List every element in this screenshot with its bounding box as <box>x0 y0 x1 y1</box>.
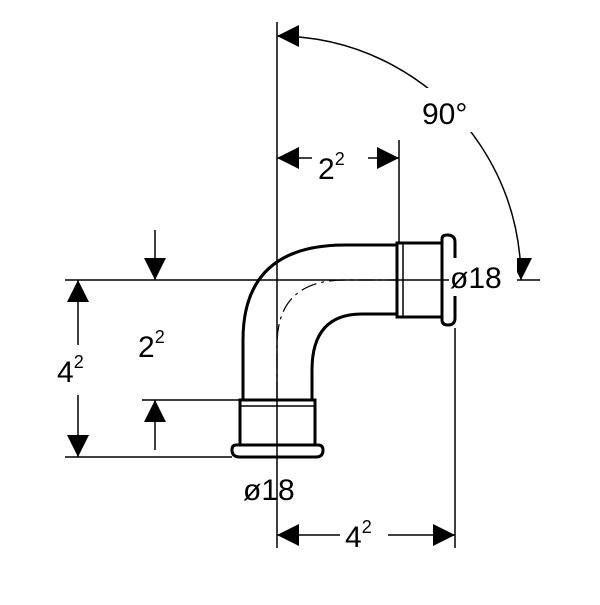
diameter-right-backing <box>449 258 517 296</box>
mid-dim-base: 2 <box>138 331 155 364</box>
angle-label-backing <box>408 88 490 132</box>
diameter-bottom-label: ø18 <box>243 474 295 507</box>
bottom-dim-label: 42 <box>345 517 372 554</box>
left-dim-base: 4 <box>57 356 74 389</box>
diameter-right-label: ø18 <box>450 262 502 295</box>
bottom-socket-bead <box>230 443 325 459</box>
pipe-elbow <box>241 243 397 400</box>
left-dim-label: 42 <box>57 352 84 389</box>
angle-label: 90° <box>422 98 467 131</box>
bottom-dim-exp: 2 <box>362 517 372 537</box>
mid-dim-exp: 2 <box>155 327 165 347</box>
top-dim-exp: 2 <box>335 149 345 169</box>
left-dim-exp: 2 <box>74 352 84 372</box>
top-dim-label: 22 <box>318 149 345 186</box>
center-line <box>276 279 400 398</box>
bottom-dim-base: 4 <box>345 521 362 554</box>
pipe-inner-wall <box>310 312 397 400</box>
pipe-outer-wall <box>241 243 397 400</box>
mid-dim-label: 22 <box>138 327 165 364</box>
top-dim-base: 2 <box>318 153 335 186</box>
